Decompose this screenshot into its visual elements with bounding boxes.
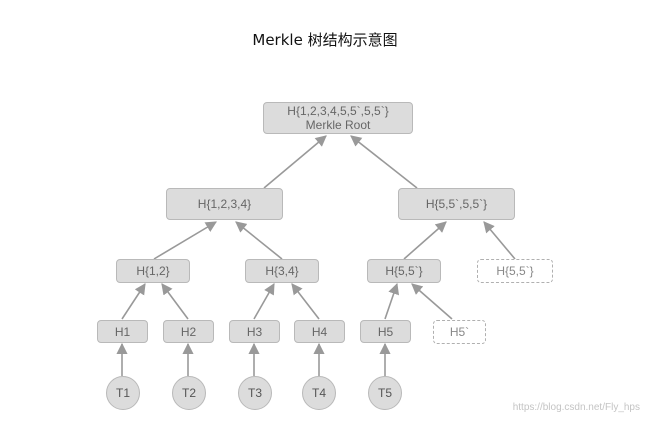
node-h55: H{5,5`}: [367, 259, 441, 283]
node-h5555: H{5,5`,5,5`}: [398, 188, 515, 220]
node-h3: H3: [229, 320, 280, 343]
diagram-title: Merkle 树结构示意图: [252, 31, 398, 49]
edge-h55-h5555: [403, 221, 447, 260]
watermark-url: https://blog.csdn.net/Fly_hps: [512, 402, 640, 413]
node-h55-copy: H{5,5`}: [477, 259, 553, 283]
root-node: H{1,2,3,4,5,5`,5,5`} Merkle Root: [263, 102, 413, 134]
node-h4: H4: [294, 320, 345, 343]
edge-h5555-root: [350, 135, 418, 189]
transaction-t5: T5: [368, 376, 402, 410]
edge-h1-h12: [121, 283, 146, 320]
node-h34: H{3,4}: [245, 259, 319, 283]
edge-h55copy-h5555: [483, 221, 516, 260]
edge-h5-h55: [384, 282, 400, 320]
node-h12: H{1,2}: [116, 259, 190, 283]
node-h5: H5: [360, 320, 411, 343]
transaction-t2: T2: [172, 376, 206, 410]
node-h1234: H{1,2,3,4}: [166, 188, 283, 220]
edge-h5copy-h55: [411, 283, 453, 320]
edge-h1234-root: [263, 135, 327, 189]
transaction-t1: T1: [106, 376, 140, 410]
root-hash-label: H{1,2,3,4,5,5`,5,5`}: [287, 104, 389, 118]
node-h2: H2: [163, 320, 214, 343]
edge-h12-h1234: [153, 221, 217, 260]
edge-h3-h34: [253, 283, 275, 320]
edge-h2-h12: [161, 283, 189, 320]
root-caption: Merkle Root: [305, 118, 371, 132]
node-h1: H1: [97, 320, 148, 343]
transaction-t4: T4: [302, 376, 336, 410]
edge-h34-h1234: [235, 221, 283, 260]
node-h5-copy: H5`: [433, 320, 486, 344]
transaction-t3: T3: [238, 376, 272, 410]
edge-h4-h34: [291, 283, 320, 320]
